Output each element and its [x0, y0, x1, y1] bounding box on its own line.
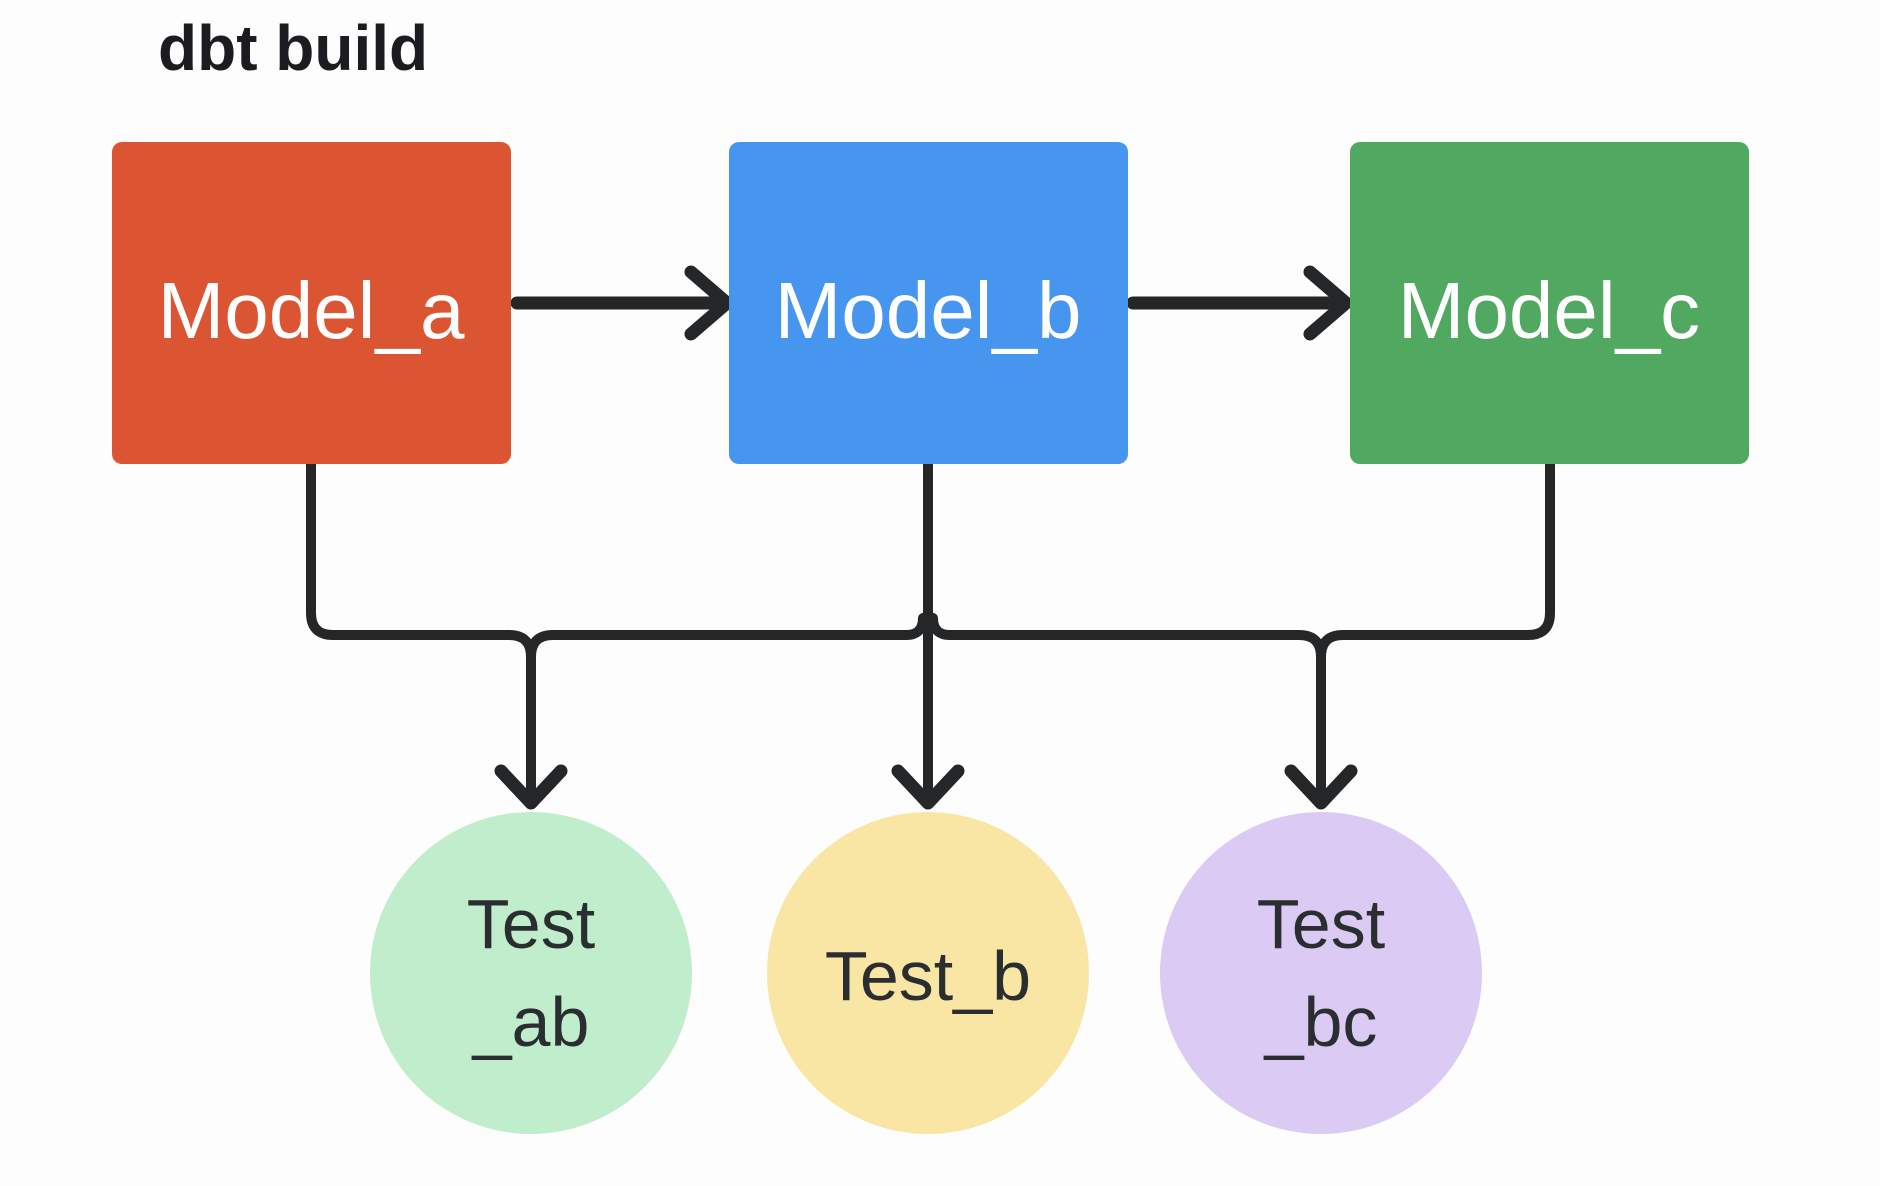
test-b-label: Test_b [825, 937, 1031, 1015]
connector-cross-fillet-left [901, 613, 928, 640]
arrow-b-to-c-head [1303, 265, 1353, 341]
connector-bus-to-model-c [1338, 459, 1555, 640]
arrow-a-to-b [510, 265, 734, 341]
model-b-box[interactable] [729, 142, 1128, 464]
model-c-label: Model_c [1398, 266, 1700, 355]
model-b-node[interactable]: Model_b [729, 142, 1128, 464]
test-bc-circle[interactable] [1160, 812, 1482, 1134]
connector-bus-segment-2-and-drop-bc [945, 630, 1326, 799]
test-ab-label-line2: _ab [471, 983, 590, 1061]
test-bc-label-line2: _bc [1263, 983, 1378, 1061]
test-ab-circle[interactable] [370, 812, 692, 1134]
arrow-a-to-b-head [684, 265, 734, 341]
arrowhead-test-ab [494, 764, 568, 810]
test-bc-label-line1: Test [1257, 885, 1385, 963]
connector-model-a-to-bus-and-drop-ab [306, 459, 536, 799]
model-b-label: Model_b [775, 266, 1082, 355]
test-bc-node[interactable]: Test _bc [1160, 812, 1482, 1134]
model-c-node[interactable]: Model_c [1350, 142, 1749, 464]
test-ab-node[interactable]: Test _ab [370, 812, 692, 1134]
model-a-box[interactable] [112, 142, 511, 464]
test-b-node[interactable]: Test_b [767, 812, 1089, 1134]
diagram-title: dbt build [158, 12, 428, 84]
test-b-circle[interactable] [767, 812, 1089, 1134]
model-a-node[interactable]: Model_a [112, 142, 511, 464]
arrowhead-test-b [891, 764, 965, 810]
model-a-label: Model_a [158, 266, 465, 355]
arrowhead-test-bc [1284, 764, 1358, 810]
model-to-test-connectors [306, 459, 1555, 810]
model-c-box[interactable] [1350, 142, 1749, 464]
arrow-b-to-c [1126, 265, 1353, 341]
test-ab-label-line1: Test [467, 885, 595, 963]
